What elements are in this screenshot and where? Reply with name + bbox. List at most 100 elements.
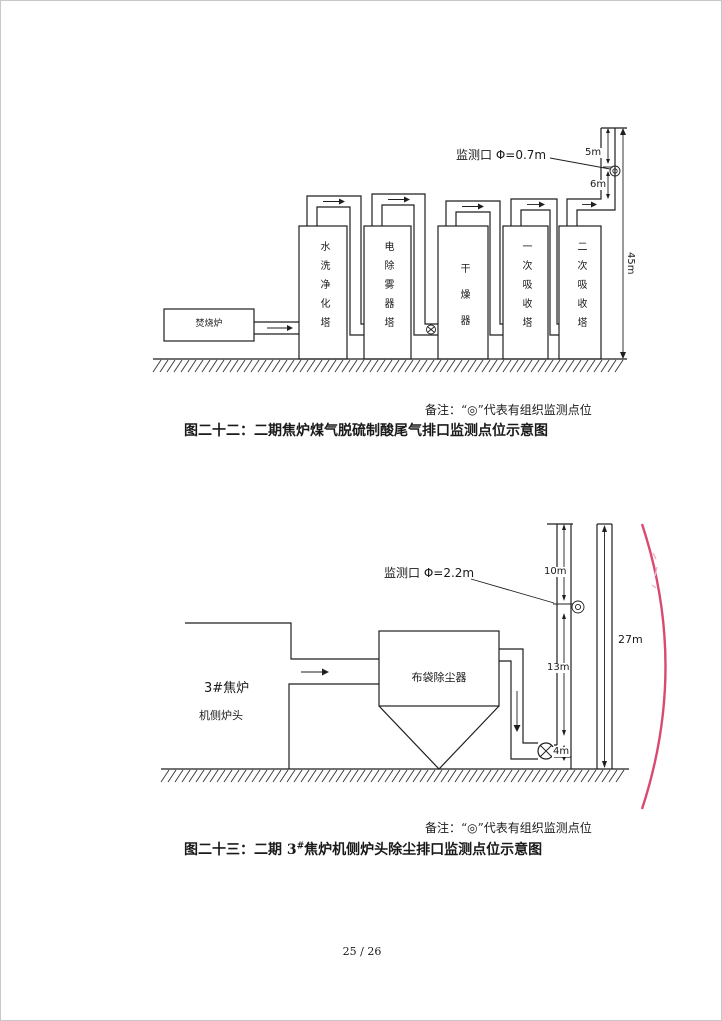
ground-hatch-line <box>412 769 422 783</box>
ground-hatch-line <box>390 359 400 373</box>
ground-hatch-line <box>376 359 386 373</box>
oven-head-label: 机侧炉头 <box>199 709 243 722</box>
ground-hatch-line <box>195 769 205 783</box>
ground-hatch-line <box>419 769 429 783</box>
ground-hatch-line <box>411 359 421 373</box>
ground-hatch-line <box>194 359 204 373</box>
ground-hatch-line <box>152 359 162 373</box>
bag-filter-label: 布袋除尘器 <box>411 671 467 684</box>
pipe-tower-4-to-5 <box>510 198 559 336</box>
ground-hatch-line <box>496 769 506 783</box>
ground-hatch-line <box>314 769 324 783</box>
ground-hatch-line <box>201 359 211 373</box>
ground-hatch-line <box>439 359 449 373</box>
ground-hatch-line <box>223 769 233 783</box>
ground-hatch-line <box>593 359 603 373</box>
ground-hatch-line <box>573 769 583 783</box>
ground-hatch-line <box>167 769 177 783</box>
ground-hatch-line <box>566 769 576 783</box>
monitoring-port-icon <box>609 165 621 177</box>
ground-hatch-line <box>363 769 373 783</box>
ground-hatch-line <box>272 769 282 783</box>
figure-23-note: 备注：“◎”代表有组织监测点位 <box>425 821 592 835</box>
ground-hatching <box>160 769 625 783</box>
ground-hatch-line <box>383 359 393 373</box>
tower-4 <box>502 225 549 360</box>
ground-hatch-line <box>159 359 169 373</box>
ground-hatch-line <box>474 359 484 373</box>
ground-hatch-line <box>482 769 492 783</box>
fan-icon <box>426 324 436 335</box>
ground-hatch-line <box>391 769 401 783</box>
ground-hatch-line <box>286 769 296 783</box>
ground-hatch-line <box>586 359 596 373</box>
figure-22-note: 备注：“◎”代表有组织监测点位 <box>425 403 592 417</box>
dimension-13m <box>562 613 566 736</box>
ground-hatch-line <box>377 769 387 783</box>
ground-hatch-line <box>334 359 344 373</box>
ground-hatch-line <box>335 769 345 783</box>
ground-hatch-line <box>453 359 463 373</box>
ground-hatch-line <box>531 769 541 783</box>
ground-hatch-line <box>271 359 281 373</box>
tower-2-label: 电除雾器塔 <box>382 241 393 336</box>
ground-hatch-line <box>229 359 239 373</box>
furnace-box <box>163 308 255 342</box>
ground-hatch-line <box>523 359 533 373</box>
ground-hatch-line <box>579 359 589 373</box>
ground-hatch-line <box>538 769 548 783</box>
ground-hatch-line <box>509 359 519 373</box>
tower-1 <box>298 225 348 360</box>
ground-hatch-line <box>516 359 526 373</box>
ground-hatch-line <box>397 359 407 373</box>
ground-hatch-line <box>285 359 295 373</box>
figure-23-caption: 图二十三：二期 3#焦炉机侧炉头除尘排口监测点位示意图 <box>184 842 543 858</box>
tower-2 <box>363 225 412 360</box>
ground-hatch-line <box>251 769 261 783</box>
pipe-tower-2-to-3 <box>371 193 438 336</box>
ground-hatch-line <box>615 769 625 783</box>
ground-hatch-line <box>517 769 527 783</box>
flow-arrow-icon <box>267 325 293 331</box>
filter-outlet-duct <box>499 648 538 760</box>
figure-23-drawing <box>160 523 629 783</box>
figure-22-dim-top: 5m <box>584 147 603 158</box>
caption-suffix: 焦炉机侧炉头除尘排口监测点位示意图 <box>304 842 543 858</box>
ground-hatch-line <box>447 769 457 783</box>
bag-filter-box <box>378 630 500 707</box>
ground-hatch-line <box>552 769 562 783</box>
ground-hatch-line <box>559 769 569 783</box>
figure-22-dim-mid: 6m <box>589 179 608 190</box>
ground-hatch-line <box>356 769 366 783</box>
ground-hatch-line <box>530 359 540 373</box>
ground-hatch-line <box>328 769 338 783</box>
ground-hatch-line <box>166 359 176 373</box>
figure-23-port-label: 监测口 Φ=2.2m <box>384 566 475 580</box>
ground-hatch-line <box>174 769 184 783</box>
ground-hatch-line <box>299 359 309 373</box>
ground-hatch-line <box>537 359 547 373</box>
tower-5-label: 二次吸收塔 <box>575 241 586 336</box>
ground-hatch-line <box>545 769 555 783</box>
ground-hatch-line <box>222 359 232 373</box>
ground-hatch-line <box>307 769 317 783</box>
ground-hatch-line <box>369 359 379 373</box>
ground-hatch-line <box>370 769 380 783</box>
ground-hatch-line <box>565 359 575 373</box>
ground-hatch-line <box>160 769 170 783</box>
figure-23-dim-top: 10m <box>543 566 568 577</box>
red-stamp <box>640 523 667 810</box>
tower-3-label: 干燥器 <box>458 263 469 341</box>
ground-hatch-line <box>404 359 414 373</box>
ground-hatch-line <box>440 769 450 783</box>
tower-4-label: 一次吸收塔 <box>520 241 531 336</box>
pipe-tower-3-to-4 <box>445 200 503 336</box>
ground-hatch-line <box>257 359 267 373</box>
caption-prefix: 图二十三：二期 3 <box>184 842 297 858</box>
ground-hatch-line <box>551 359 561 373</box>
monitoring-port-icon <box>571 600 585 614</box>
ground-hatch-line <box>202 769 212 783</box>
ground-hatch-line <box>580 769 590 783</box>
height-dimension-27m <box>596 523 613 769</box>
dimension-10m <box>553 524 573 605</box>
